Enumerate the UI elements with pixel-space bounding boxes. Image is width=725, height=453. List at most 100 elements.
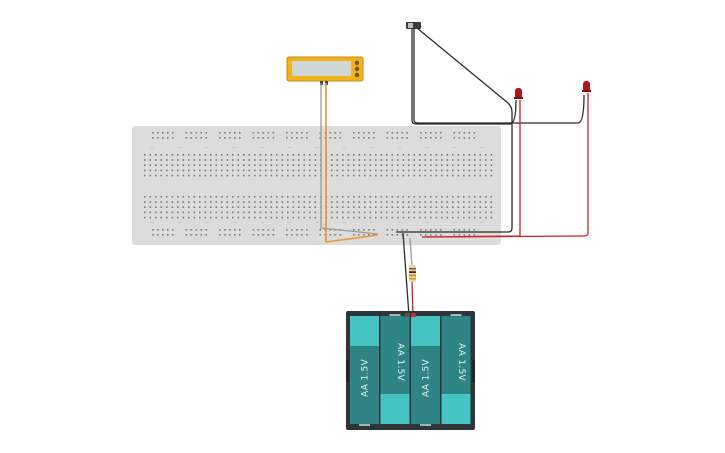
breadboard-hole[interactable] [167, 234, 169, 236]
breadboard-hole[interactable] [474, 201, 476, 203]
breadboard-hole[interactable] [193, 216, 196, 219]
breadboard-hole[interactable] [468, 234, 471, 236]
breadboard-hole[interactable] [435, 196, 438, 198]
breadboard-hole[interactable] [339, 234, 342, 236]
breadboard-hole[interactable] [257, 229, 260, 231]
breadboard-hole[interactable] [237, 164, 240, 166]
breadboard-hole[interactable] [441, 196, 443, 198]
wire-led-2-to-breadboard[interactable] [425, 93, 589, 238]
breadboard-hole[interactable] [468, 137, 471, 139]
breadboard-hole[interactable] [401, 229, 404, 231]
breadboard-hole[interactable] [413, 174, 416, 177]
breadboard-hole[interactable] [375, 164, 377, 166]
breadboard-hole[interactable] [157, 234, 159, 236]
breadboard-hole[interactable] [435, 169, 438, 172]
wire-orange-probe[interactable] [325, 83, 379, 243]
breadboard-hole[interactable] [430, 169, 432, 172]
breadboard-hole[interactable] [479, 169, 482, 172]
breadboard-hole[interactable] [463, 164, 465, 166]
breadboard-hole[interactable] [276, 216, 278, 219]
breadboard-hole[interactable] [298, 211, 300, 214]
breadboard-hole[interactable] [157, 137, 159, 139]
breadboard-hole[interactable] [435, 216, 438, 219]
breadboard-hole[interactable] [463, 216, 465, 219]
breadboard-hole[interactable] [425, 132, 427, 134]
breadboard-hole[interactable] [200, 234, 203, 236]
breadboard-hole[interactable] [452, 211, 454, 214]
breadboard-hole[interactable] [397, 174, 399, 177]
breadboard-hole[interactable] [303, 211, 306, 214]
breadboard-hole[interactable] [440, 229, 442, 231]
breadboard-hole[interactable] [453, 234, 456, 236]
breadboard-hole[interactable] [358, 211, 361, 214]
breadboard-hole[interactable] [195, 132, 198, 134]
breadboard-hole[interactable] [463, 174, 465, 177]
breadboard-hole[interactable] [243, 169, 245, 172]
breadboard-hole[interactable] [342, 154, 344, 156]
breadboard-hole[interactable] [463, 154, 465, 156]
breadboard-hole[interactable] [479, 216, 482, 219]
breadboard-hole[interactable] [353, 159, 355, 161]
breadboard-hole[interactable] [446, 159, 449, 161]
breadboard-hole[interactable] [391, 216, 394, 219]
breadboard-hole[interactable] [303, 174, 306, 177]
breadboard-hole[interactable] [177, 174, 179, 177]
breadboard-hole[interactable] [397, 169, 399, 172]
breadboard-hole[interactable] [402, 201, 405, 203]
breadboard-hole[interactable] [155, 164, 157, 166]
breadboard-hole[interactable] [281, 201, 284, 203]
breadboard-hole[interactable] [468, 159, 471, 161]
breadboard-hole[interactable] [149, 154, 152, 156]
breadboard-hole[interactable] [144, 216, 146, 219]
breadboard-hole[interactable] [441, 206, 443, 208]
breadboard-hole[interactable] [479, 211, 482, 214]
breadboard-hole[interactable] [259, 216, 262, 219]
breadboard-hole[interactable] [391, 206, 394, 208]
breadboard-hole[interactable] [177, 201, 179, 203]
breadboard-hole[interactable] [171, 174, 174, 177]
breadboard-hole[interactable] [369, 159, 372, 161]
breadboard-hole[interactable] [267, 229, 270, 231]
breadboard-hole[interactable] [177, 216, 179, 219]
breadboard-hole[interactable] [314, 206, 317, 208]
breadboard-hole[interactable] [259, 159, 262, 161]
breadboard-hole[interactable] [435, 132, 437, 134]
breadboard-hole[interactable] [474, 211, 476, 214]
breadboard-hole[interactable] [215, 211, 218, 214]
breadboard-hole[interactable] [254, 201, 256, 203]
breadboard-hole[interactable] [272, 132, 275, 134]
breadboard-hole[interactable] [298, 164, 300, 166]
breadboard-hole[interactable] [441, 159, 443, 161]
breadboard-hole[interactable] [358, 164, 361, 166]
breadboard-hole[interactable] [396, 137, 399, 139]
breadboard-hole[interactable] [413, 159, 416, 161]
breadboard-hole[interactable] [314, 201, 317, 203]
breadboard-hole[interactable] [309, 201, 311, 203]
breadboard-hole[interactable] [452, 174, 454, 177]
multimeter-dial-icon[interactable] [354, 60, 360, 66]
breadboard-hole[interactable] [347, 174, 350, 177]
breadboard-hole[interactable] [468, 154, 471, 156]
breadboard-hole[interactable] [182, 216, 185, 219]
breadboard-hole[interactable] [259, 201, 262, 203]
breadboard-hole[interactable] [224, 132, 226, 134]
breadboard-hole[interactable] [396, 234, 399, 236]
breadboard-hole[interactable] [215, 154, 218, 156]
breadboard-hole[interactable] [221, 196, 223, 198]
breadboard-hole[interactable] [259, 196, 262, 198]
breadboard-hole[interactable] [402, 154, 405, 156]
breadboard-hole[interactable] [259, 206, 262, 208]
breadboard-hole[interactable] [177, 196, 179, 198]
battery-cell[interactable]: AA 1.5V [411, 316, 440, 426]
breadboard-hole[interactable] [291, 137, 293, 139]
breadboard-hole[interactable] [144, 159, 146, 161]
breadboard-hole[interactable] [396, 229, 399, 231]
breadboard-hole[interactable] [452, 201, 454, 203]
breadboard-hole[interactable] [358, 196, 361, 198]
breadboard-hole[interactable] [446, 196, 449, 198]
breadboard-hole[interactable] [347, 169, 350, 172]
breadboard-hole[interactable] [397, 211, 399, 214]
breadboard-hole[interactable] [368, 229, 370, 231]
breadboard-hole[interactable] [353, 132, 355, 134]
